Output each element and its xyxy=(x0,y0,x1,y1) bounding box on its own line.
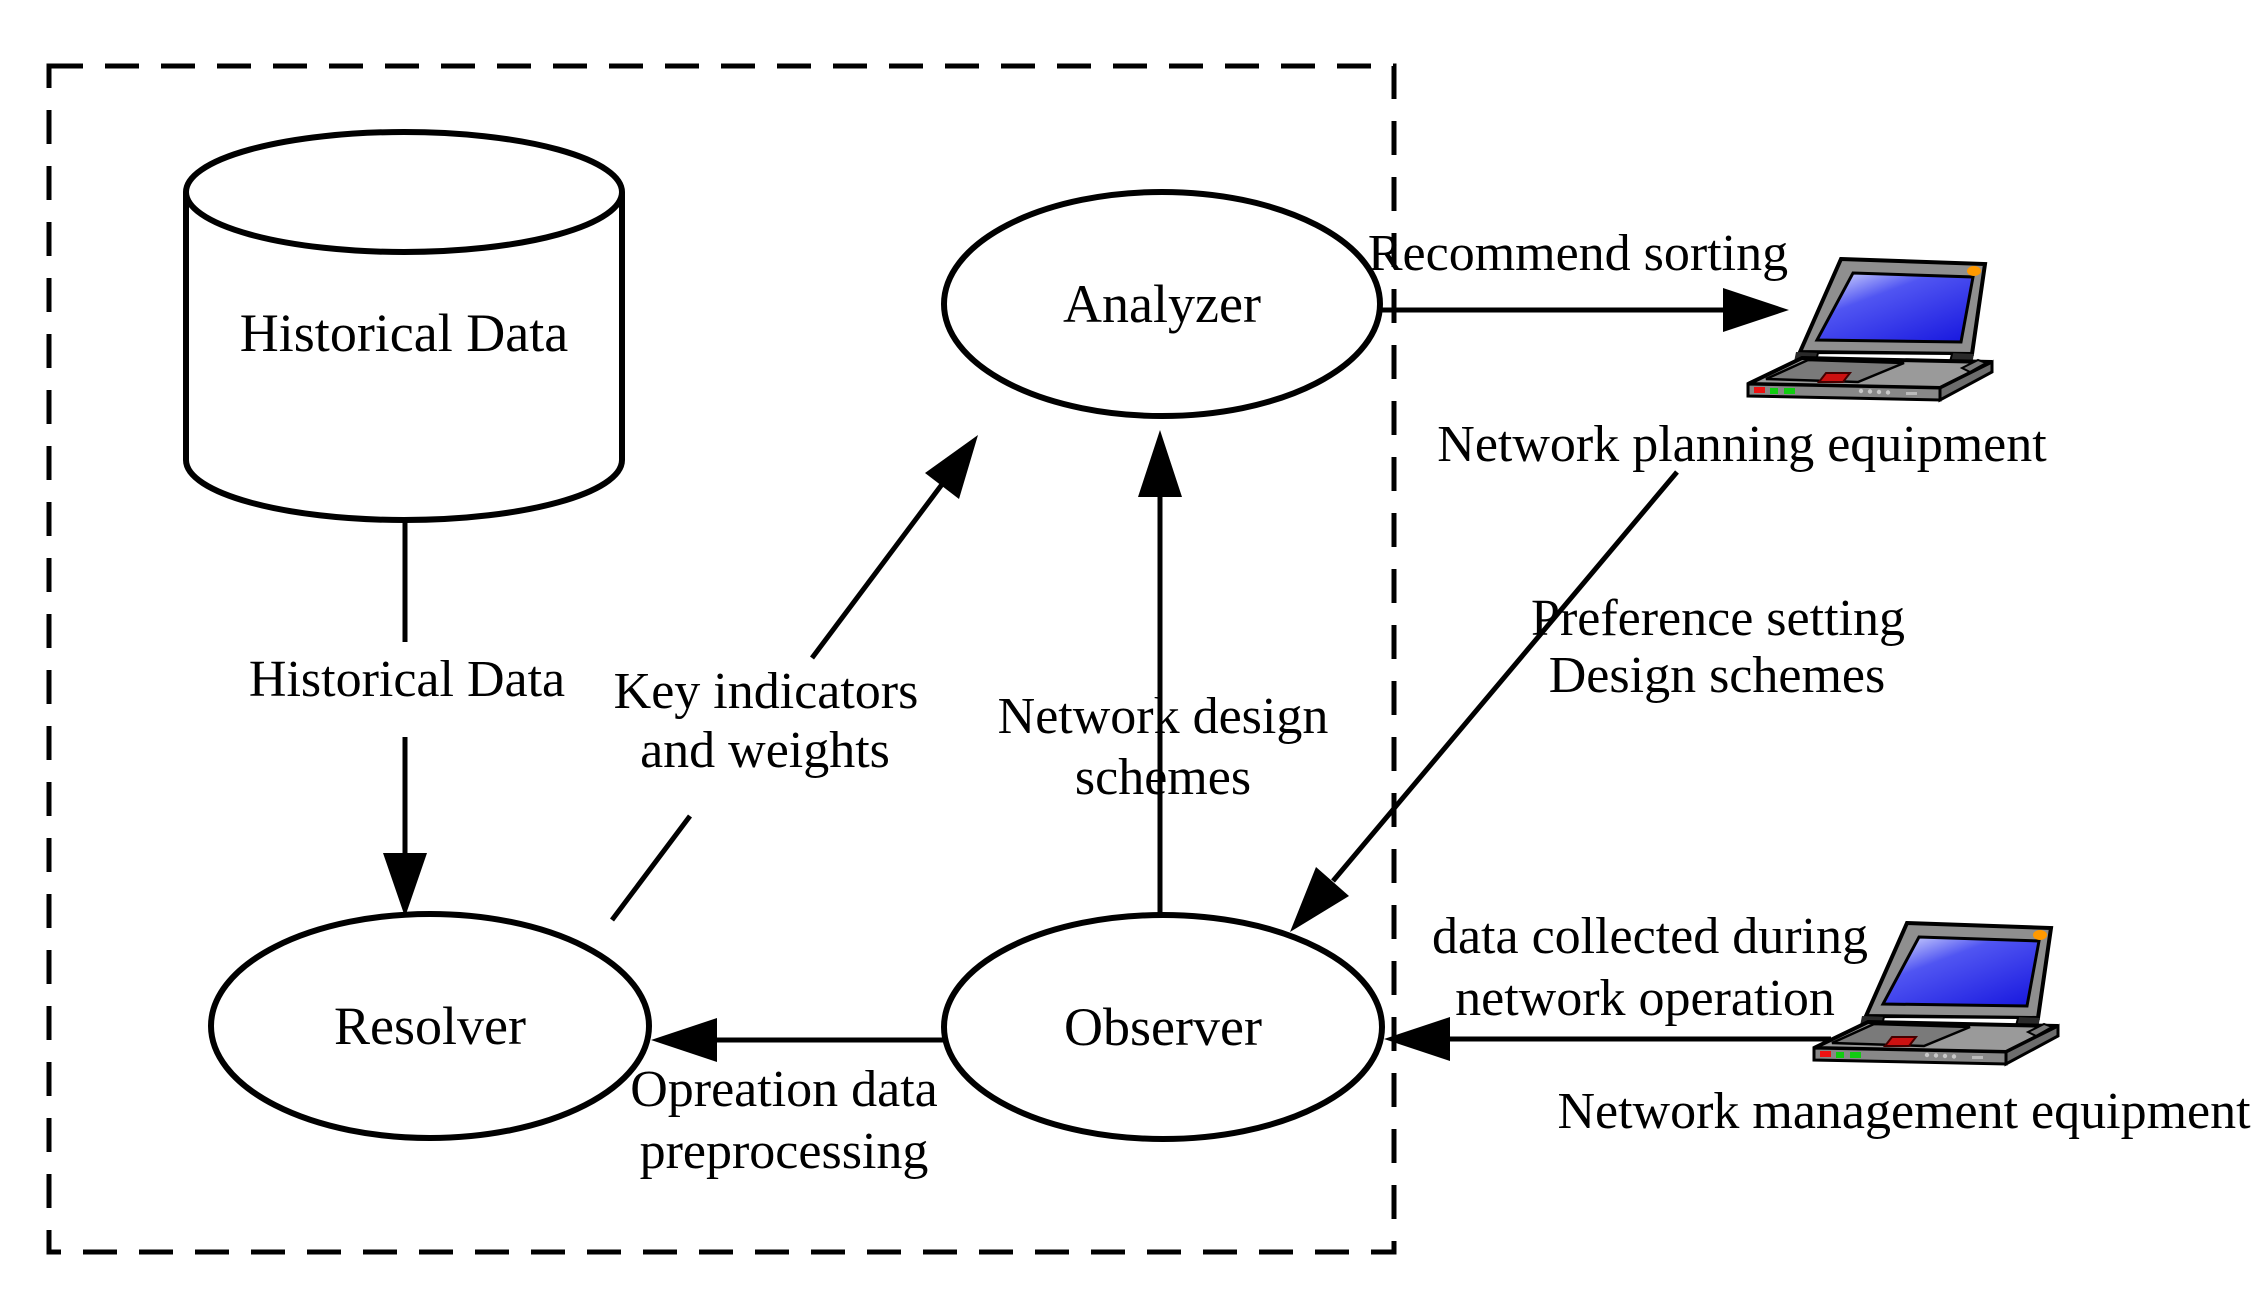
edge-historical-data: Historical Data xyxy=(249,522,565,917)
node-historical-data-cylinder: Historical Data xyxy=(183,129,625,524)
preference-setting-label-line2: Design schemes xyxy=(1549,647,1885,704)
edge-network-design-schemes: Network design schemes xyxy=(998,430,1329,915)
edge-preference-setting: Preference setting Design schemes xyxy=(1290,470,1905,932)
system-boundary-dashed-box xyxy=(46,63,1397,1255)
network-management-equipment: Network management equipment xyxy=(1557,921,2251,1140)
network-management-equipment-label: Network management equipment xyxy=(1557,1083,2251,1140)
network-design-label-line2: schemes xyxy=(1075,749,1251,806)
network-planning-equipment: Network planning equipment xyxy=(1437,257,2047,473)
resolver-label: Resolver xyxy=(334,996,526,1056)
preference-setting-label-line1: Preference setting xyxy=(1531,590,1905,647)
edge-recommend-sorting: Recommend sorting xyxy=(1368,225,1789,332)
analyzer-label: Analyzer xyxy=(1063,274,1261,334)
historical-data-edge-label: Historical Data xyxy=(249,651,565,708)
network-planning-equipment-label: Network planning equipment xyxy=(1437,416,2047,473)
recommend-sorting-label: Recommend sorting xyxy=(1368,225,1788,282)
key-indicators-label-line2: and weights xyxy=(640,722,890,779)
opreation-data-label-line2: preprocessing xyxy=(640,1123,929,1180)
observer-label: Observer xyxy=(1064,997,1262,1057)
network-design-label-line1: Network design xyxy=(998,688,1329,745)
key-indicators-label-line1: Key indicators xyxy=(614,663,919,720)
edge-opreation-data: Opreation data preprocessing xyxy=(630,1018,946,1180)
historical-data-cylinder-label: Historical Data xyxy=(240,303,568,363)
data-collected-label-line2: network operation xyxy=(1455,970,1835,1027)
node-observer: Observer xyxy=(941,912,1385,1142)
edge-data-collected: data collected during network operation xyxy=(1384,908,1868,1061)
data-collected-label-line1: data collected during xyxy=(1432,908,1868,965)
opreation-data-label-line1: Opreation data xyxy=(630,1061,938,1118)
edge-key-indicators: Key indicators and weights xyxy=(610,435,978,922)
node-analyzer: Analyzer xyxy=(941,189,1383,419)
node-resolver: Resolver xyxy=(208,911,652,1141)
